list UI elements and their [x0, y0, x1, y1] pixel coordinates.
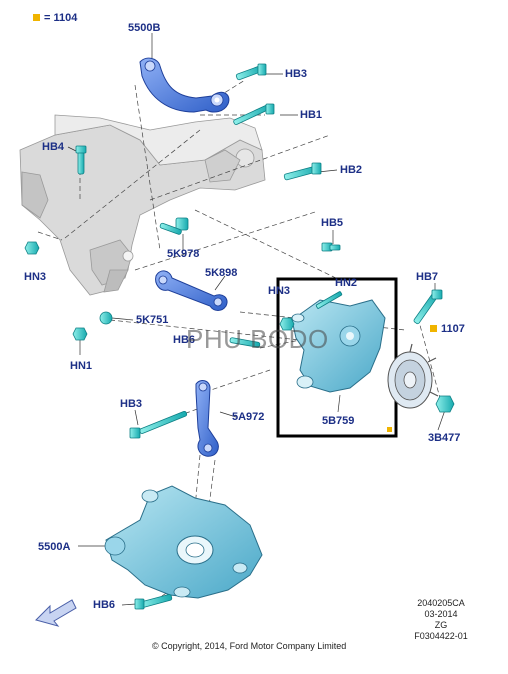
- label-1107: 1107: [441, 323, 465, 335]
- watermark: PHU BODO: [186, 324, 329, 354]
- highlight-box-5B759: [276, 277, 398, 438]
- drawing-date: 03-2014: [424, 609, 458, 619]
- part-wheel-hub: [387, 343, 439, 409]
- part-5B759-knuckle-upper: [291, 299, 386, 393]
- label-5k978: 5K978: [167, 248, 200, 260]
- label-hb3-top: HB3: [285, 68, 308, 80]
- legend-text: = 1104: [44, 12, 78, 24]
- label-5500a: 5500A: [38, 541, 71, 553]
- part-5A972-toe-link: [195, 380, 219, 457]
- label-hn3-mid: HN3: [268, 285, 291, 297]
- part-5K898-lateral-link: [155, 270, 228, 311]
- label-hb5: HB5: [321, 217, 344, 229]
- drawing-code: 2040205CA: [417, 598, 465, 608]
- drawing-zg: ZG: [434, 620, 448, 630]
- label-hb1: HB1: [300, 109, 323, 121]
- label-hb-mid: HB6: [173, 334, 196, 346]
- label-hb7: HB7: [416, 271, 439, 283]
- marker-5B759: [387, 427, 392, 432]
- label-hn2: HN2: [335, 277, 358, 289]
- label-5a972: 5A972: [232, 411, 265, 423]
- direction-arrow-icon: [35, 599, 77, 627]
- label-3b477: 3B477: [428, 432, 461, 444]
- marker-1107: [430, 325, 437, 332]
- label-hb3-low: HB3: [120, 398, 143, 410]
- label-hb6: HB6: [93, 599, 116, 611]
- label-hn1: HN1: [70, 360, 93, 372]
- copyright: © Copyright, 2014, Ford Motor Company Li…: [152, 641, 347, 651]
- part-5500B-upper-arm: [139, 57, 230, 113]
- part-5500A-knuckle: [104, 485, 263, 599]
- drawing-ref: F0304422-01: [414, 631, 468, 641]
- label-5k751: 5K751: [136, 314, 169, 326]
- legend-marker: [33, 14, 40, 21]
- label-hb4: HB4: [42, 141, 65, 153]
- label-5b759: 5B759: [322, 415, 355, 427]
- label-hb2: HB2: [340, 164, 363, 176]
- label-hn3-left: HN3: [24, 271, 47, 283]
- label-5k898: 5K898: [205, 267, 238, 279]
- drawing-info: 2040205CA 03-2014 ZG F0304422-01: [404, 598, 478, 642]
- label-5500B: 5500B: [128, 22, 161, 34]
- leader-lines-solid: [67, 33, 446, 606]
- fasteners: [24, 63, 455, 610]
